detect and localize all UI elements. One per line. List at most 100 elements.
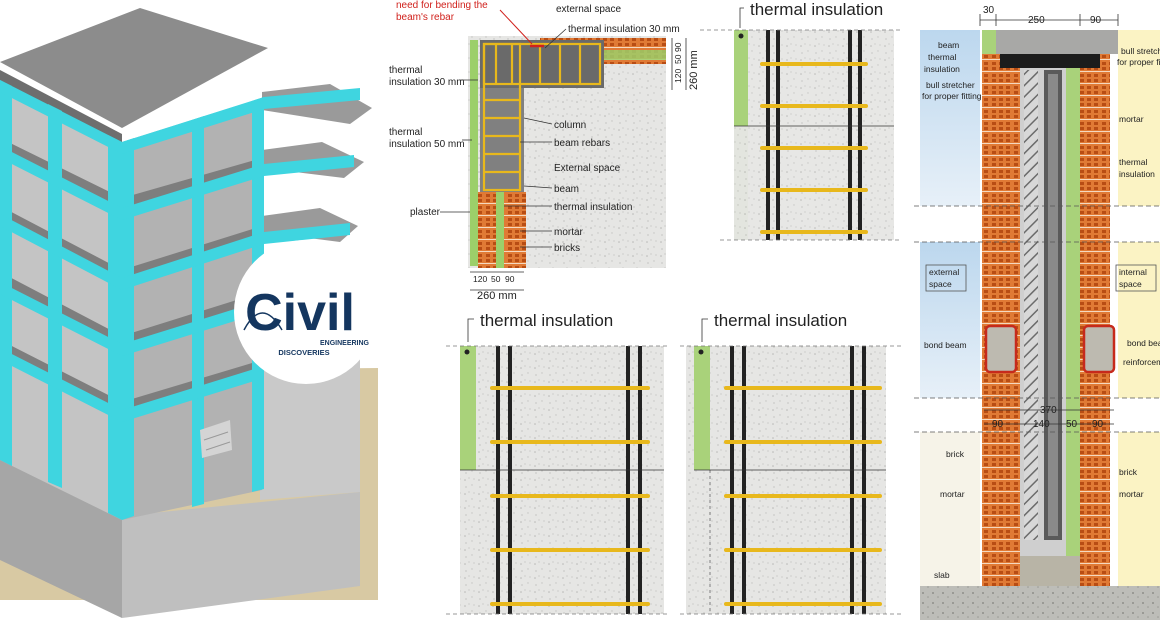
dim-v-part2: 50: [673, 54, 683, 64]
beam-label: beam: [938, 40, 959, 50]
mortar-right-bottom-label: mortar: [1119, 489, 1144, 499]
corner-labels: need for bending the beam's rebar extern…: [389, 0, 680, 254]
bond-beam-right-label: bond beam: [1127, 338, 1160, 348]
logo-line2: DISCOVERIES: [278, 348, 329, 357]
dim-bottom-140: 140: [1033, 419, 1050, 430]
bond-beam-left-shape: [984, 324, 1018, 374]
mortar-right-label: mortar: [1119, 114, 1144, 124]
section-labels: beam thermal insulation bull stretcher f…: [922, 40, 1160, 580]
rebar-cage: [482, 42, 602, 192]
internal-space-line2: space: [1119, 279, 1142, 289]
bond-beam-left-label: bond beam: [924, 340, 967, 350]
outer-brick-leaf: [982, 30, 1020, 586]
stair-detail: [200, 420, 232, 458]
interior-bottom: [1118, 432, 1160, 586]
dim-bottom-90-right: 90: [1092, 419, 1104, 430]
rebar-tie-3: [760, 146, 868, 150]
rebar-tie-5: [760, 230, 868, 234]
cavity-hatch-left: [1024, 70, 1038, 540]
wall-panel-top: thermal insulation: [700, 0, 900, 241]
bond-beam-right-shape: [1082, 324, 1116, 374]
thermal-insulation-30-top-label: thermal insulation 30 mm: [568, 24, 680, 35]
external-space-line2: space: [929, 279, 952, 289]
wall-panel-bottom-right-title: thermal insulation: [714, 311, 847, 330]
insulation-strip: [694, 346, 710, 470]
dim-top-30: 30: [983, 5, 995, 16]
annotation-line2: beam's rebar: [396, 12, 455, 23]
beam-label: beam: [554, 184, 579, 195]
dim-total-370: 370: [1040, 405, 1057, 416]
dim-h-part2: 50: [491, 274, 501, 284]
dim-bottom-50: 50: [1066, 419, 1078, 430]
beam-side-core: [480, 88, 524, 194]
external-space-right-label: External space: [554, 163, 621, 174]
top-beam-insulation: [982, 30, 996, 54]
column-label: column: [554, 120, 586, 131]
external-space-label: external space: [556, 4, 621, 15]
mortar-left-label: mortar: [940, 489, 965, 499]
beam-top-core: [480, 40, 604, 88]
slab-label: slab: [934, 570, 950, 580]
slab: [920, 586, 1160, 620]
sill: [1020, 556, 1080, 586]
logo-line1: ENGINEERING: [320, 340, 370, 347]
insulation-strip-left-lower: [496, 192, 504, 268]
dim-top-250: 250: [1028, 15, 1045, 26]
thermal-insulation-50-line2: insulation 50 mm: [389, 139, 465, 150]
dim-v-part1: 120: [673, 69, 683, 83]
insulation-strip-upper: [734, 30, 748, 126]
rebar-tie-2: [760, 104, 868, 108]
base-side: [122, 492, 360, 618]
wall-panel-top-title: thermal insulation: [750, 0, 883, 19]
dim-bottom-90-left: 90: [992, 419, 1004, 430]
bridge-icon: [243, 312, 283, 331]
interior-top: [1118, 30, 1160, 206]
mortar-label: mortar: [554, 227, 584, 238]
sky-top: [920, 30, 980, 206]
bricks-label: bricks: [554, 243, 580, 254]
thermal-insulation-line2: insulation: [924, 64, 960, 74]
dim-top-90: 90: [1090, 15, 1102, 26]
insulation-strip-left: [470, 40, 478, 266]
dim-v-part3: 90: [673, 42, 683, 52]
section-top-dimensions: 30 250 90: [979, 5, 1119, 26]
thermal-insulation-50-line1: thermal: [389, 127, 422, 138]
section-detail: 30 250 90 beam thermal insulation bull s…: [914, 5, 1160, 620]
rebar-tie-1: [760, 62, 868, 66]
concrete-panel: [734, 30, 894, 240]
rebar-vertical-4: [858, 30, 862, 240]
wall-panel-bottom-left: thermal insulation: [446, 311, 670, 615]
thermal-insulation-line1: thermal: [928, 52, 956, 62]
interior-mid: [1118, 242, 1160, 398]
bull-stretcher-left-line2: for proper fitting: [922, 91, 982, 101]
top-beam: [982, 30, 1118, 54]
corner-detail: need for bending the beam's rebar extern…: [389, 0, 700, 302]
external-space-line1: external: [929, 267, 959, 277]
reinforcement-label: reinforcement: [1123, 357, 1160, 367]
rebar-vertical-3: [848, 30, 852, 240]
brick-left-label: brick: [946, 449, 965, 459]
sky-mid: [920, 242, 980, 398]
insulation-strip: [460, 346, 476, 470]
bull-stretcher-right-line2: for proper fitting: [1117, 57, 1160, 67]
brick-right-label: brick: [1119, 467, 1138, 477]
thermal-insulation-30-left-line1: thermal: [389, 65, 422, 76]
bull-stretcher-left-line1: bull stretcher: [926, 80, 975, 90]
dim-h-part3: 90: [505, 274, 515, 284]
dim-v-total: 260 mm: [688, 50, 700, 90]
corner-dimensions: 120 50 90 260 mm 120 50 90 260 mm: [470, 38, 700, 302]
rebar-tie-4: [760, 188, 868, 192]
dim-h-part1: 120: [473, 274, 487, 284]
dim-h-total: 260 mm: [477, 290, 517, 302]
thermal-insulation-label: thermal insulation: [554, 202, 632, 213]
thermal-insulation-right-line1: thermal: [1119, 157, 1147, 167]
cyan-column-frame: [0, 80, 360, 520]
beam-rebars-label: beam rebars: [554, 138, 610, 149]
logo-circle: [234, 240, 378, 384]
insulation-layer: [1066, 30, 1080, 586]
rebar-vertical-1: [766, 30, 770, 240]
thermal-insulation-right-line2: insulation: [1119, 169, 1155, 179]
wall-panel-bottom-right: thermal insulation: [680, 311, 902, 615]
civil-engineering-discoveries-logo: Civil ENGINEERING DISCOVERIES: [234, 240, 378, 384]
